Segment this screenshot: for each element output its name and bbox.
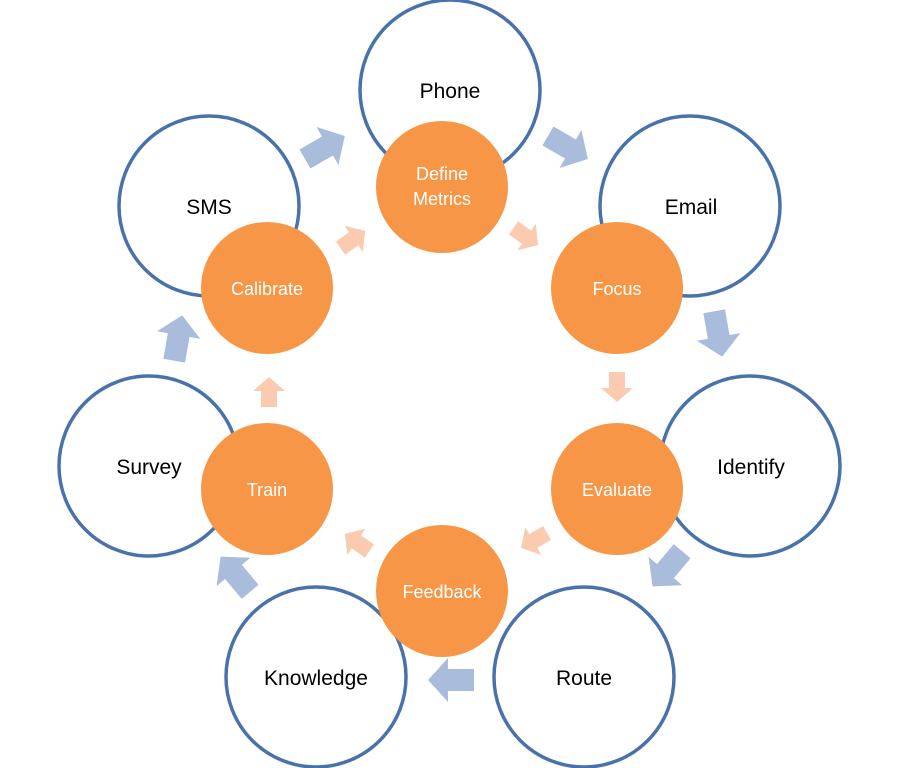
outer-label-sms: SMS bbox=[186, 196, 232, 219]
outer-label-knowledge: Knowledge bbox=[264, 667, 368, 690]
inner-circle-evaluate bbox=[551, 423, 683, 555]
outer-arrow-route-to-knowledge bbox=[428, 658, 474, 702]
inner-circle-focus bbox=[551, 222, 683, 354]
inner-circle-calibrate bbox=[201, 222, 333, 354]
outer-arrow-sms-to-phone bbox=[293, 116, 356, 179]
outer-arrow-phone-to-email bbox=[536, 116, 599, 179]
outer-label-email: Email bbox=[665, 196, 718, 219]
inner-arrow-focus-to-evaluate bbox=[601, 372, 633, 402]
inner-label-focus: Focus bbox=[592, 279, 641, 299]
inner-circle-train bbox=[201, 423, 333, 555]
outer-labels: Phone Email Identify Route Knowledge Sur… bbox=[116, 80, 785, 690]
outer-label-phone: Phone bbox=[420, 80, 481, 103]
inner-arrow-train-to-calibrate bbox=[253, 377, 285, 407]
inner-arrow-define-to-focus bbox=[504, 214, 548, 259]
inner-label-metrics: Metrics bbox=[413, 189, 471, 209]
inner-label-define: Define bbox=[416, 164, 468, 184]
inner-labels: Define Metrics Focus Evaluate Feedback T… bbox=[231, 164, 652, 602]
outer-node-knowledge bbox=[224, 585, 408, 768]
outer-circle-knowledge bbox=[224, 585, 408, 768]
inner-label-train: Train bbox=[247, 480, 287, 500]
outer-arrow-survey-to-sms bbox=[152, 311, 204, 365]
inner-circle-feedback bbox=[376, 525, 508, 657]
outer-node-route bbox=[492, 585, 676, 768]
inner-label-calibrate: Calibrate bbox=[231, 279, 303, 299]
inner-label-evaluate: Evaluate bbox=[582, 480, 652, 500]
outer-label-route: Route bbox=[556, 667, 612, 690]
inner-arrow-evaluate-to-feedback bbox=[513, 519, 556, 562]
inner-circle-define-metrics bbox=[376, 121, 508, 253]
inner-label-feedback: Feedback bbox=[402, 582, 482, 602]
outer-label-identify: Identify bbox=[717, 456, 785, 479]
inner-ring bbox=[201, 121, 683, 657]
outer-circle-route bbox=[492, 585, 676, 768]
inner-arrow-calibrate-to-define bbox=[331, 217, 375, 262]
outer-label-survey: Survey bbox=[116, 456, 182, 479]
inner-arrow-feedback-to-train bbox=[335, 520, 379, 565]
outer-arrow-email-to-identify bbox=[692, 307, 744, 361]
